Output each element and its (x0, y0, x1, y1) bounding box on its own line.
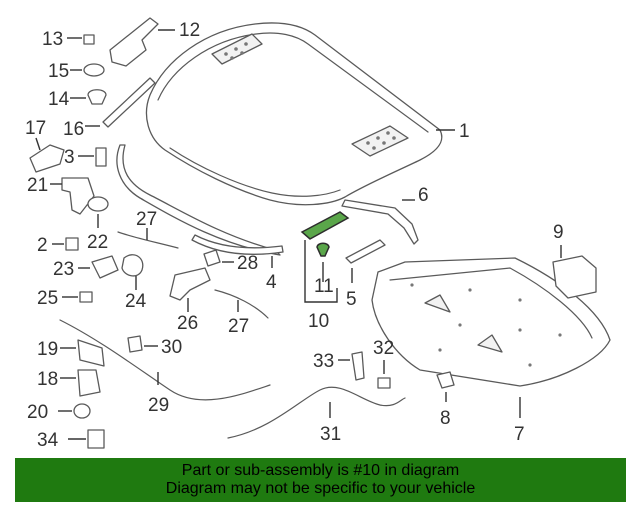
sensor-33[interactable] (351, 351, 365, 381)
callout-11: 11 (314, 276, 334, 297)
callout-10-bracket (304, 240, 338, 303)
footer-line-1: Part or sub-assembly is #10 in diagram (181, 462, 460, 479)
callout-23: 23 (53, 259, 74, 280)
ring-15[interactable] (83, 63, 105, 77)
hood-seal-strip[interactable] (191, 234, 284, 255)
callout-14: 14 (48, 89, 70, 110)
callout-21: 21 (27, 175, 48, 196)
callout-30: 30 (161, 337, 182, 358)
callout-28: 28 (237, 253, 258, 274)
callout-20: 20 (27, 402, 48, 423)
plate-19[interactable] (77, 339, 105, 367)
clip-28[interactable] (203, 249, 221, 267)
footer-line-2: Diagram may not be specific to your vehi… (165, 480, 476, 497)
release-cable-29[interactable] (59, 319, 271, 401)
hood-strip-5[interactable] (345, 239, 386, 264)
bolt-20[interactable] (73, 403, 91, 419)
latch-bracket-21[interactable] (61, 177, 95, 215)
callout-29: 29 (148, 395, 169, 416)
handle-24[interactable] (121, 254, 144, 277)
callout-12: 12 (179, 20, 200, 41)
callout-17-leader (35, 137, 41, 151)
hood-panel[interactable] (145, 22, 443, 206)
latch-body-18[interactable] (77, 369, 101, 397)
callout-15: 15 (48, 61, 69, 82)
wiring-harness-31[interactable] (227, 386, 406, 439)
callout-7: 7 (514, 424, 525, 445)
cowl-seal[interactable] (341, 199, 419, 245)
bolt-32[interactable] (377, 377, 391, 389)
release-cable-lower[interactable] (214, 289, 269, 319)
hood-edge-seal[interactable] (116, 144, 281, 256)
lever-26[interactable] (169, 267, 211, 301)
washer-22[interactable] (87, 196, 109, 212)
highlighted-part-11[interactable] (316, 242, 330, 257)
callout-5: 5 (346, 289, 357, 310)
callout-10: 10 (308, 311, 329, 332)
footer-banner: Part or sub-assembly is #10 in diagram D… (15, 458, 626, 502)
callout-34: 34 (37, 430, 59, 451)
parts-diagram: 1 4 6 11 10 5 7 8 9 12 13 15 (25, 17, 611, 451)
bolt-13[interactable] (83, 34, 95, 45)
clip-30[interactable] (127, 335, 143, 353)
hood-strut[interactable] (102, 77, 156, 128)
callout-2: 2 (37, 235, 48, 256)
callout-33: 33 (313, 351, 334, 372)
callout-13: 13 (42, 29, 63, 50)
callout-31: 31 (320, 424, 341, 445)
release-cable-upper[interactable] (117, 231, 179, 249)
switch-34[interactable] (87, 429, 105, 449)
callout-32: 32 (373, 338, 394, 359)
bracket-17[interactable] (29, 144, 65, 173)
bolt-25[interactable] (79, 291, 93, 303)
clip-8[interactable] (436, 371, 455, 389)
latch-23[interactable] (91, 255, 119, 279)
highlighted-part-10[interactable] (300, 211, 350, 240)
callout-16: 16 (63, 119, 84, 140)
hood-hinge[interactable] (109, 17, 159, 67)
callout-8: 8 (440, 408, 451, 429)
callout-26: 26 (177, 313, 198, 334)
callout-27b: 27 (228, 316, 249, 337)
callout-18: 18 (37, 369, 58, 390)
grommet-14[interactable] (87, 89, 107, 105)
callout-19: 19 (37, 339, 58, 360)
callout-27a: 27 (136, 209, 157, 230)
block-9[interactable] (552, 255, 597, 299)
callout-25: 25 (37, 288, 58, 309)
callout-1: 1 (459, 121, 470, 142)
callout-24: 24 (125, 291, 147, 312)
bumper-stop-3[interactable] (95, 147, 107, 167)
callout-3: 3 (64, 147, 75, 168)
hood-insulator[interactable] (371, 257, 611, 387)
callout-9: 9 (553, 222, 564, 243)
callout-6: 6 (418, 185, 429, 206)
nut-2[interactable] (65, 237, 79, 251)
callout-4: 4 (266, 272, 277, 293)
callout-22: 22 (87, 232, 108, 253)
callout-17: 17 (25, 118, 46, 139)
